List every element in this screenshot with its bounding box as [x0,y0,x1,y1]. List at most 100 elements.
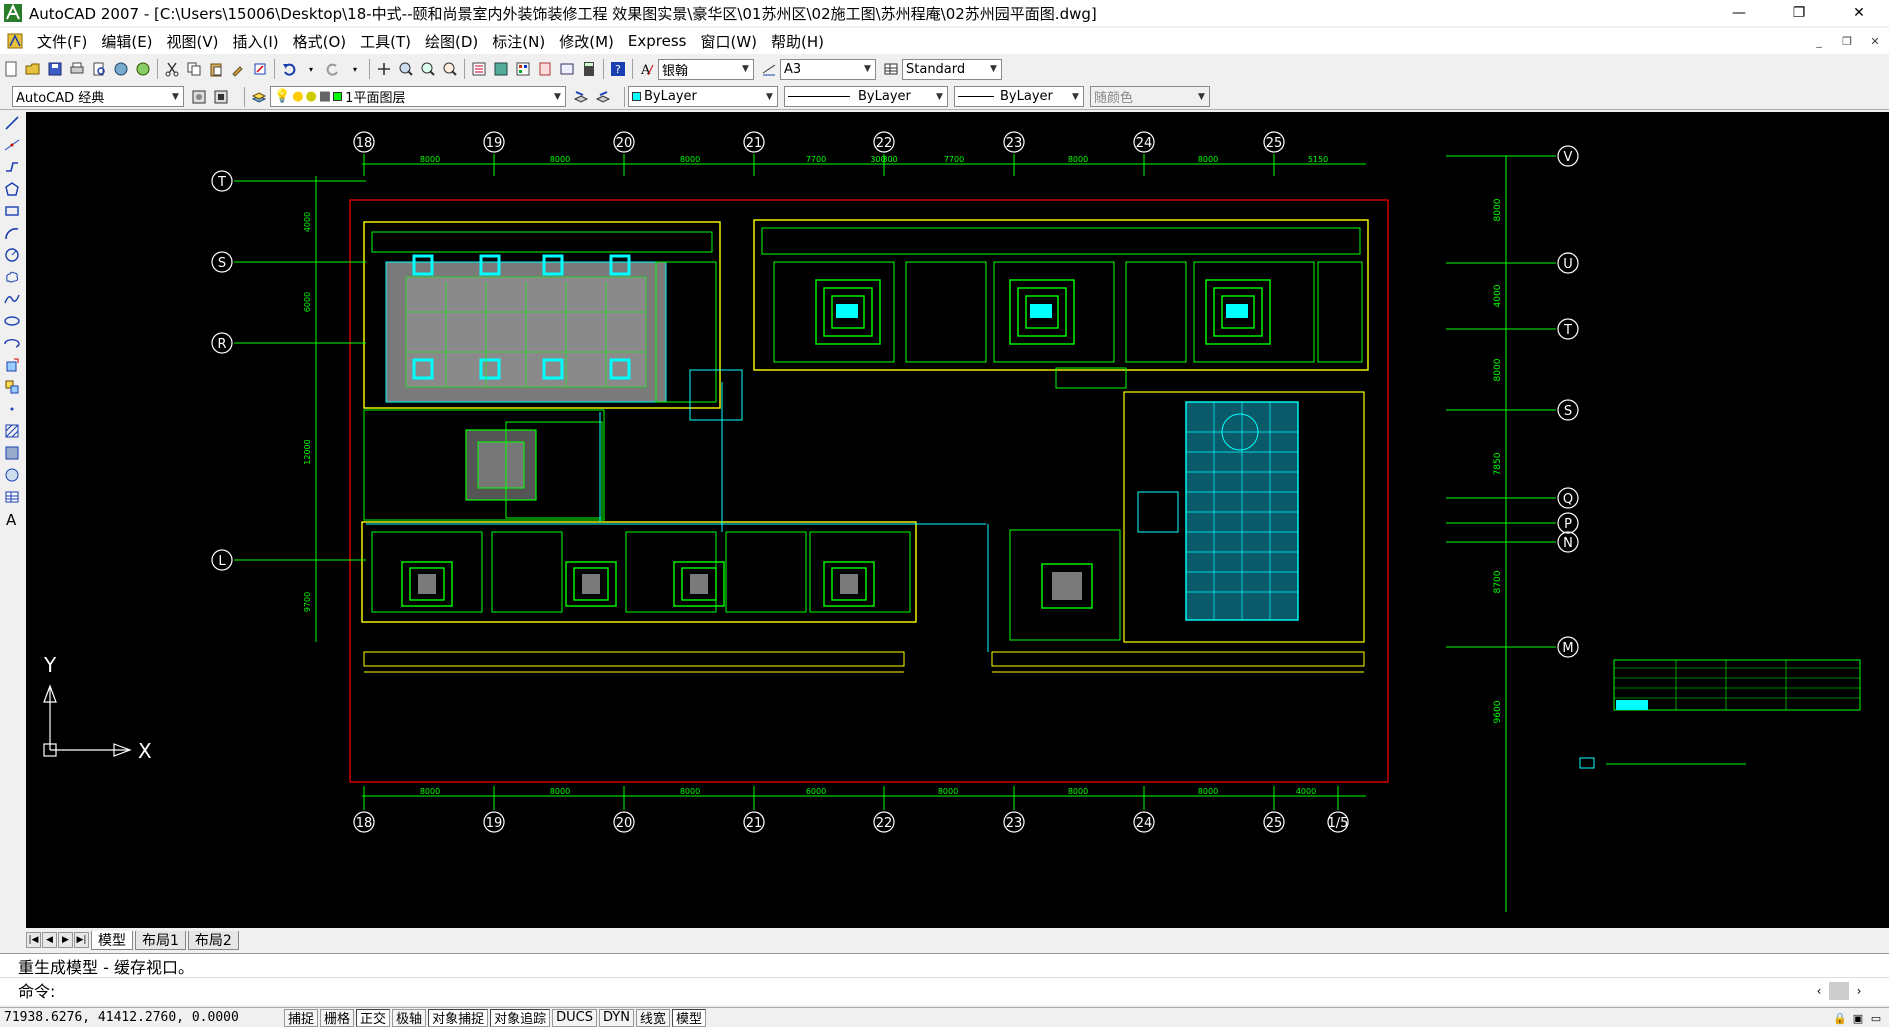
open-icon[interactable] [22,58,44,80]
undo-icon[interactable] [278,58,300,80]
line-icon[interactable] [1,112,23,134]
ellipse-icon[interactable] [1,310,23,332]
close-button[interactable]: ✕ [1853,5,1865,21]
command-input[interactable]: 命令: [0,978,1889,1002]
menu-help[interactable]: 帮助(H) [771,32,824,51]
make-object-layer-current-icon[interactable] [570,86,592,108]
tab-layout1[interactable]: 布局1 [135,930,186,950]
lineweight-select[interactable]: ByLayer▼ [954,86,1084,107]
dim-style-icon[interactable] [758,58,780,80]
table-style-select[interactable]: Standard▼ [902,58,1002,80]
polar-toggle[interactable]: 极轴 [392,1008,427,1027]
help-icon[interactable]: ? [607,58,629,80]
menu-file[interactable]: 文件(F) [37,32,88,51]
otrack-toggle[interactable]: 对象追踪 [490,1008,551,1027]
drawing-restore-button[interactable]: ❐ [1842,34,1852,48]
menu-insert[interactable]: 插入(I) [232,32,279,51]
dyn-toggle[interactable]: DYN [598,1008,634,1027]
polyline-icon[interactable] [1,156,23,178]
my-workspace-icon[interactable] [210,86,232,108]
design-center-icon[interactable] [490,58,512,80]
save-icon[interactable] [44,58,66,80]
table-style-icon[interactable] [880,58,902,80]
document-icon[interactable] [6,32,24,50]
plot-icon[interactable] [132,58,154,80]
new-icon[interactable] [0,58,22,80]
rectangle-icon[interactable] [1,200,23,222]
menu-view[interactable]: 视图(V) [166,32,219,51]
hatch-icon[interactable] [1,420,23,442]
zoom-previous-icon[interactable] [439,58,461,80]
region-icon[interactable] [1,464,23,486]
polygon-icon[interactable] [1,178,23,200]
cut-icon[interactable] [161,58,183,80]
table-icon[interactable] [1,486,23,508]
tray-settings-icon[interactable]: ▣ [1852,1011,1864,1025]
print-icon[interactable] [66,58,88,80]
menu-dimension[interactable]: 标注(N) [492,32,546,51]
model-toggle[interactable]: 模型 [671,1008,706,1027]
command-scrollbar[interactable]: ‹ › [1809,980,1889,1002]
menu-edit[interactable]: 编辑(E) [101,32,153,51]
prev-tab-button[interactable]: ◀ [42,932,57,948]
ellipse-arc-icon[interactable] [1,332,23,354]
layer-manager-icon[interactable] [248,86,270,108]
layer-select[interactable]: 💡 ● ● ■ 1平面图层▼ [270,86,566,107]
workspace-select[interactable]: AutoCAD 经典▼ [12,86,184,107]
color-select[interactable]: ByLayer▼ [628,86,778,107]
circle-icon[interactable] [1,244,23,266]
menu-window[interactable]: 窗口(W) [700,32,758,51]
ortho-toggle[interactable]: 正交 [356,1008,391,1027]
point-icon[interactable] [1,398,23,420]
print-preview-icon[interactable] [88,58,110,80]
drawing-close-button[interactable]: ✕ [1870,34,1880,48]
block-editor-icon[interactable] [249,58,271,80]
markup-icon[interactable] [556,58,578,80]
make-block-icon[interactable] [1,376,23,398]
minimize-button[interactable]: — [1732,5,1746,21]
scroll-right-icon[interactable]: › [1856,984,1862,998]
tab-model[interactable]: 模型 [91,930,133,950]
first-tab-button[interactable]: |◀ [26,932,41,948]
scroll-left-icon[interactable]: ‹ [1816,984,1822,998]
properties-icon[interactable] [468,58,490,80]
zoom-window-icon[interactable] [417,58,439,80]
ducs-toggle[interactable]: DUCS [552,1008,597,1027]
redo-icon[interactable] [322,58,344,80]
redo-dropdown-icon[interactable]: ▾ [352,64,357,74]
paste-icon[interactable] [205,58,227,80]
spline-icon[interactable] [1,288,23,310]
maximize-button[interactable]: ❐ [1792,5,1806,21]
publish-icon[interactable] [110,58,132,80]
gradient-icon[interactable] [1,442,23,464]
snap-toggle[interactable]: 捕捉 [284,1008,319,1027]
clean-screen-icon[interactable]: ▭ [1870,1011,1882,1025]
calculator-icon[interactable] [578,58,600,80]
pan-icon[interactable] [373,58,395,80]
scroll-thumb[interactable] [1829,982,1849,1000]
layer-previous-icon[interactable] [592,86,614,108]
lock-icon[interactable]: 🔒 [1833,1011,1847,1025]
construction-line-icon[interactable] [1,134,23,156]
menu-tools[interactable]: 工具(T) [360,32,412,51]
menu-format[interactable]: 格式(O) [292,32,347,51]
text-style-icon[interactable]: A [636,58,658,80]
menu-modify[interactable]: 修改(M) [559,32,614,51]
arc-icon[interactable] [1,222,23,244]
multiline-text-icon[interactable]: A [1,508,23,530]
dim-style-select[interactable]: A3▼ [780,58,876,80]
grid-toggle[interactable]: 栅格 [320,1008,355,1027]
insert-block-icon[interactable] [1,354,23,376]
copy-icon[interactable] [183,58,205,80]
tab-layout2[interactable]: 布局2 [187,930,239,950]
coordinate-readout[interactable]: 71938.6276, 41412.2760, 0.0000 [4,1010,239,1025]
tool-palettes-icon[interactable] [512,58,534,80]
revision-cloud-icon[interactable] [1,266,23,288]
last-tab-button[interactable]: ▶| [74,932,89,948]
lineweight-toggle[interactable]: 线宽 [635,1008,670,1027]
next-tab-button[interactable]: ▶ [58,932,73,948]
menu-draw[interactable]: 绘图(D) [425,32,479,51]
workspace-settings-icon[interactable] [188,86,210,108]
zoom-realtime-icon[interactable] [395,58,417,80]
